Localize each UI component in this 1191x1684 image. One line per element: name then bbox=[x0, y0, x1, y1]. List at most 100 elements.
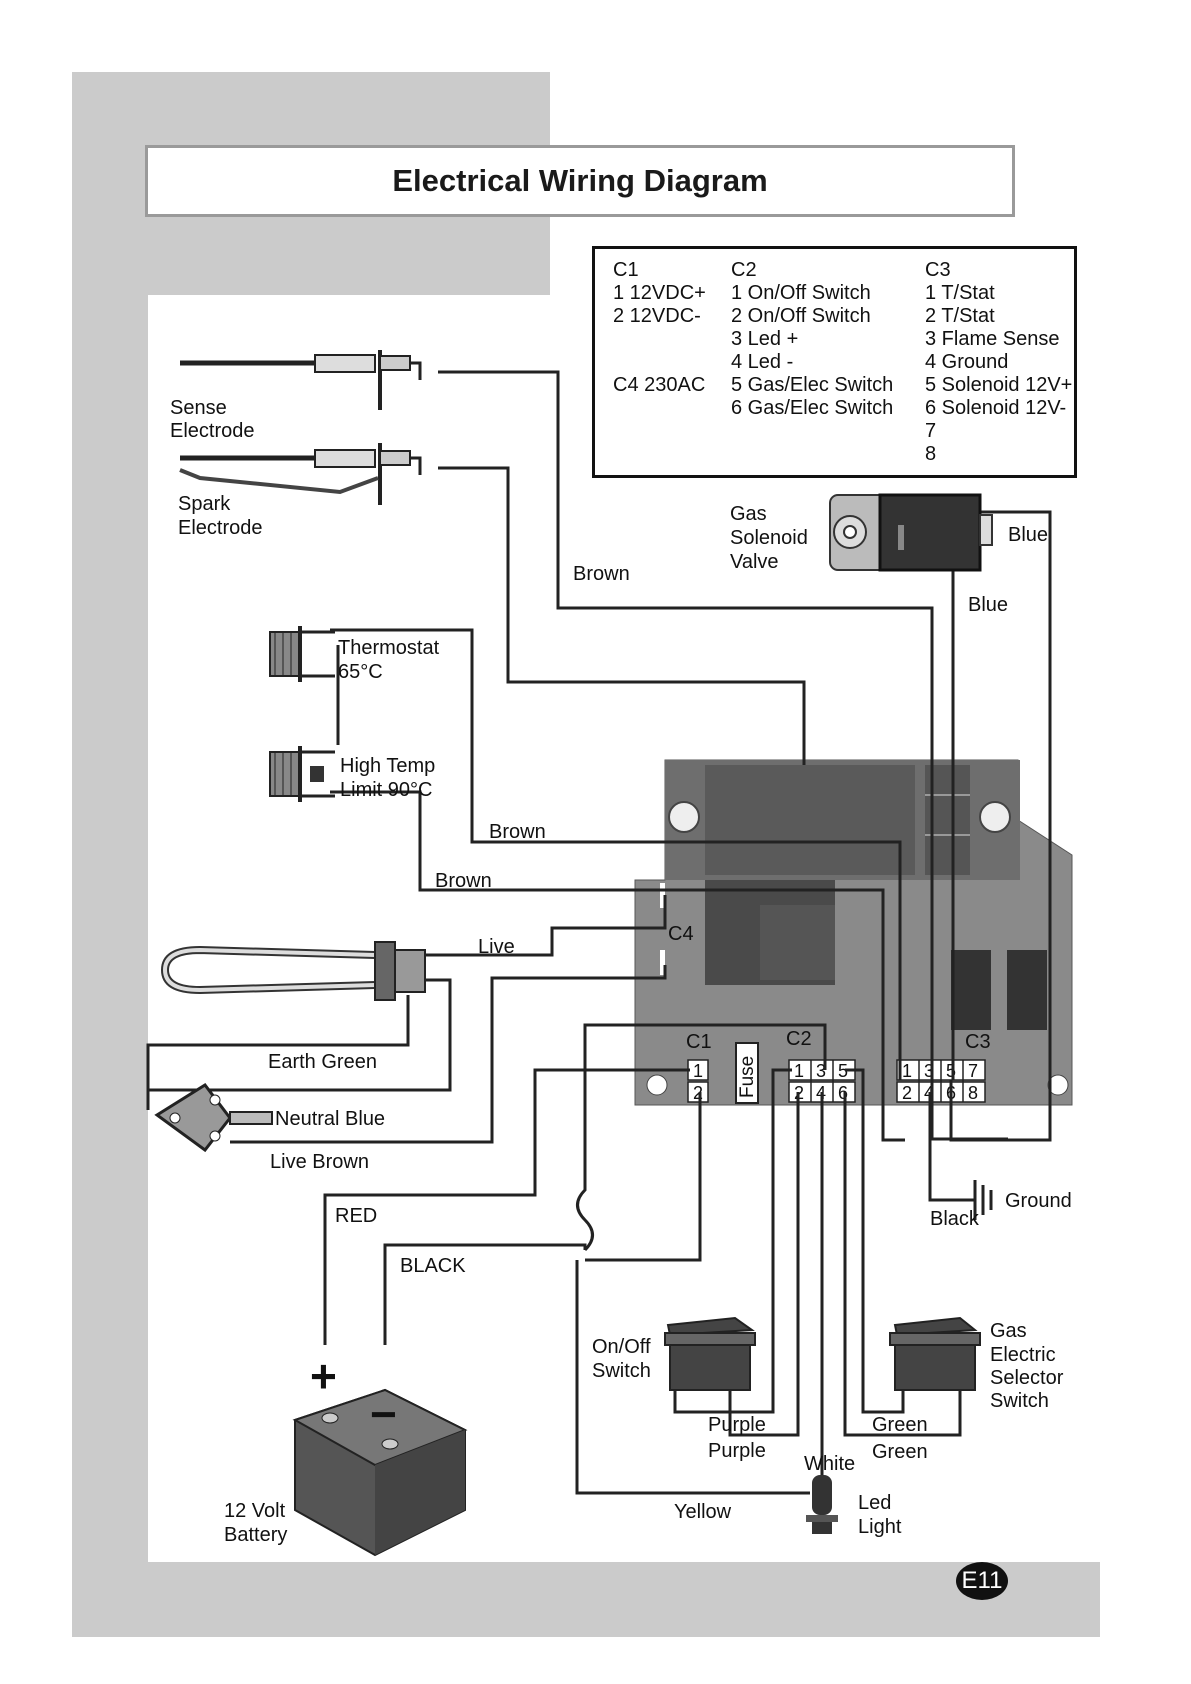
heating-element-icon bbox=[160, 941, 426, 1001]
led-light-label: Light bbox=[858, 1516, 902, 1538]
c3-label: C3 bbox=[965, 1031, 991, 1053]
control-board: Fuse 1 2 1 3 5 2 4 6 1 3 5 7 bbox=[634, 759, 1073, 1106]
thermostat-label: 65°C bbox=[338, 661, 383, 683]
legend-line: 4 Led - bbox=[731, 351, 794, 373]
wire-yellow bbox=[575, 1260, 810, 1495]
thermostat-icon bbox=[269, 626, 335, 682]
gas-solenoid-valve-label: Valve bbox=[730, 551, 779, 573]
legend-line: 7 bbox=[925, 420, 937, 442]
wire-label: Ground bbox=[1005, 1190, 1072, 1212]
selector-switch-label: Gas bbox=[990, 1320, 1027, 1342]
pin-label: 3 bbox=[816, 1061, 826, 1081]
legend-line: 3 Led + bbox=[731, 328, 799, 350]
wire-label: Purple bbox=[708, 1414, 766, 1436]
legend-line: 8 bbox=[925, 443, 937, 465]
wire-label: Brown bbox=[573, 563, 630, 585]
pin-label: 5 bbox=[946, 1061, 956, 1081]
legend-c3: C3 1 T/Stat 2 T/Stat 3 Flame Sense 4 Gro… bbox=[925, 259, 1072, 466]
selector-switch-label: Electric bbox=[990, 1344, 1056, 1366]
c4-label: C4 bbox=[668, 923, 694, 945]
wire-element-neutral bbox=[148, 978, 452, 1092]
gas-solenoid-valve-label: Gas bbox=[730, 503, 767, 525]
pin-label: 7 bbox=[968, 1061, 978, 1081]
battery-plus-symbol: + bbox=[310, 1350, 337, 1402]
sense-electrode bbox=[180, 350, 422, 410]
wire-c1-2 bbox=[585, 1092, 702, 1262]
ground-icon bbox=[973, 1180, 993, 1220]
wire-solenoid-blue-1 bbox=[949, 510, 1052, 1142]
legend-line: 6 Solenoid 12V- bbox=[925, 397, 1067, 419]
battery-minus-symbol: − bbox=[370, 1388, 397, 1440]
wire-label: Live bbox=[478, 936, 515, 958]
wire-green-1 bbox=[845, 1068, 905, 1414]
fuse-label: Fuse bbox=[737, 1056, 758, 1098]
sense-electrode-label: Sense bbox=[170, 397, 227, 419]
on-off-switch-label: On/Off bbox=[592, 1336, 651, 1358]
pin-label: 8 bbox=[968, 1083, 978, 1103]
legend-line: C3 bbox=[925, 259, 951, 281]
gas-solenoid-valve-label: Solenoid bbox=[730, 527, 808, 549]
pin-label: 3 bbox=[924, 1061, 934, 1081]
earth-lug-icon bbox=[154, 1083, 273, 1153]
wire-label: Brown bbox=[435, 870, 492, 892]
wire-label: Blue bbox=[1008, 524, 1048, 546]
thermostat-label: Thermostat bbox=[338, 637, 440, 659]
wire-thermostat-brown bbox=[330, 628, 902, 1080]
c2-label: C2 bbox=[786, 1028, 812, 1050]
pin-label: 2 bbox=[902, 1083, 912, 1103]
legend-line: 5 Gas/Elec Switch bbox=[731, 374, 894, 396]
high-temp-limit-icon bbox=[269, 746, 335, 802]
legend-line: 5 Solenoid 12V+ bbox=[925, 374, 1073, 396]
legend-line: 1 12VDC+ bbox=[613, 282, 706, 304]
sense-electrode-label: Electrode bbox=[170, 420, 255, 442]
wire-label: Neutral Blue bbox=[275, 1108, 385, 1130]
wires bbox=[146, 370, 1052, 1495]
led-light-icon bbox=[806, 1475, 838, 1534]
wire-led-yellow-top bbox=[576, 1023, 827, 1252]
legend-line: 1 T/Stat bbox=[925, 282, 995, 304]
page-title: Electrical Wiring Diagram bbox=[392, 163, 768, 198]
wire-label: RED bbox=[335, 1205, 377, 1227]
legend-line: C2 bbox=[731, 259, 757, 281]
page-number-badge: E11 bbox=[956, 1562, 1008, 1600]
spark-electrode-label: Spark bbox=[178, 493, 231, 515]
wire-label: Purple bbox=[708, 1440, 766, 1462]
gas-electric-selector-switch-icon bbox=[889, 1316, 981, 1391]
wire-earth-green bbox=[146, 995, 410, 1110]
legend-line: 3 Flame Sense bbox=[925, 328, 1060, 350]
wire-black bbox=[383, 1243, 587, 1345]
wire-label: Brown bbox=[489, 821, 546, 843]
pin-label: 2 bbox=[693, 1083, 703, 1103]
wire-live bbox=[426, 895, 667, 957]
legend-line: C1 bbox=[613, 259, 639, 281]
wire-label: White bbox=[804, 1453, 855, 1475]
battery-label: Battery bbox=[224, 1524, 287, 1546]
page-frame-bottom bbox=[72, 1562, 1100, 1637]
title-box: Electrical Wiring Diagram bbox=[145, 145, 1015, 217]
wire-purple-2 bbox=[728, 1092, 800, 1437]
wire-label: Black bbox=[930, 1208, 980, 1230]
spark-electrode-label: Electrode bbox=[178, 517, 263, 539]
c3-pins: 1 3 5 7 2 4 6 8 bbox=[896, 1059, 986, 1103]
selector-switch-label: Switch bbox=[990, 1390, 1049, 1412]
on-off-switch-label: Switch bbox=[592, 1360, 651, 1382]
wire-spark bbox=[438, 466, 806, 765]
wire-label: Live Brown bbox=[270, 1151, 369, 1173]
legend-line: 6 Gas/Elec Switch bbox=[731, 397, 894, 419]
selector-switch-label: Selector bbox=[990, 1367, 1064, 1389]
spark-electrode bbox=[179, 443, 422, 505]
wire-label: BLACK bbox=[400, 1255, 466, 1277]
legend-c1: C1 1 12VDC+ 2 12VDC- ​ ​ C4 230AC bbox=[613, 259, 706, 397]
wire-purple-1 bbox=[673, 1068, 792, 1414]
gas-solenoid-valve-icon bbox=[829, 493, 993, 572]
wire-label: Earth Green bbox=[268, 1051, 377, 1073]
high-temp-limit-label: High Temp bbox=[340, 755, 435, 777]
legend-line: 2 T/Stat bbox=[925, 305, 995, 327]
wire-ground bbox=[928, 1092, 975, 1202]
wire-label: Green bbox=[872, 1441, 928, 1463]
wire-green-2 bbox=[843, 1092, 962, 1437]
legend-line: 2 12VDC- bbox=[613, 305, 701, 327]
connector-legend: C1 1 12VDC+ 2 12VDC- ​ ​ C4 230AC C2 1 O… bbox=[592, 246, 1077, 478]
legend-line: 1 On/Off Switch bbox=[731, 282, 871, 304]
